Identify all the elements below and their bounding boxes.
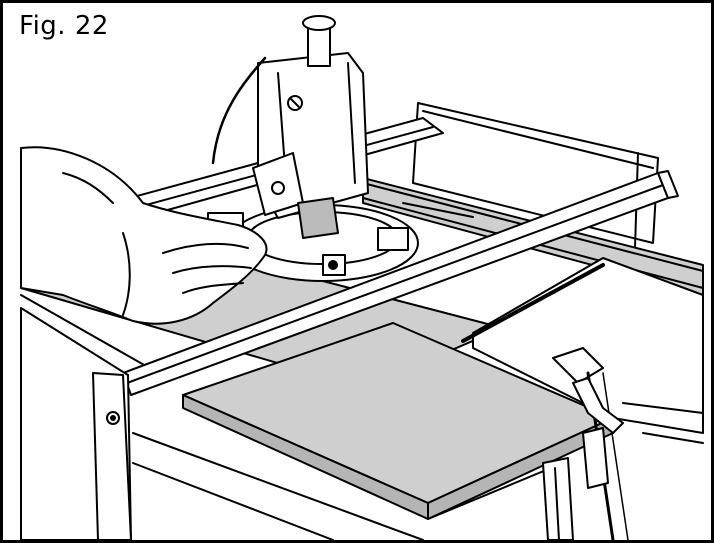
table-frame-left	[20, 307, 564, 540]
router-motor	[211, 15, 369, 239]
table-right-side	[461, 257, 704, 444]
router-base	[207, 204, 419, 282]
bar-clamp	[542, 347, 629, 540]
figure-caption: Fig. 22	[15, 11, 113, 41]
operator-hand	[20, 146, 268, 325]
router-table-illustration	[20, 15, 704, 540]
